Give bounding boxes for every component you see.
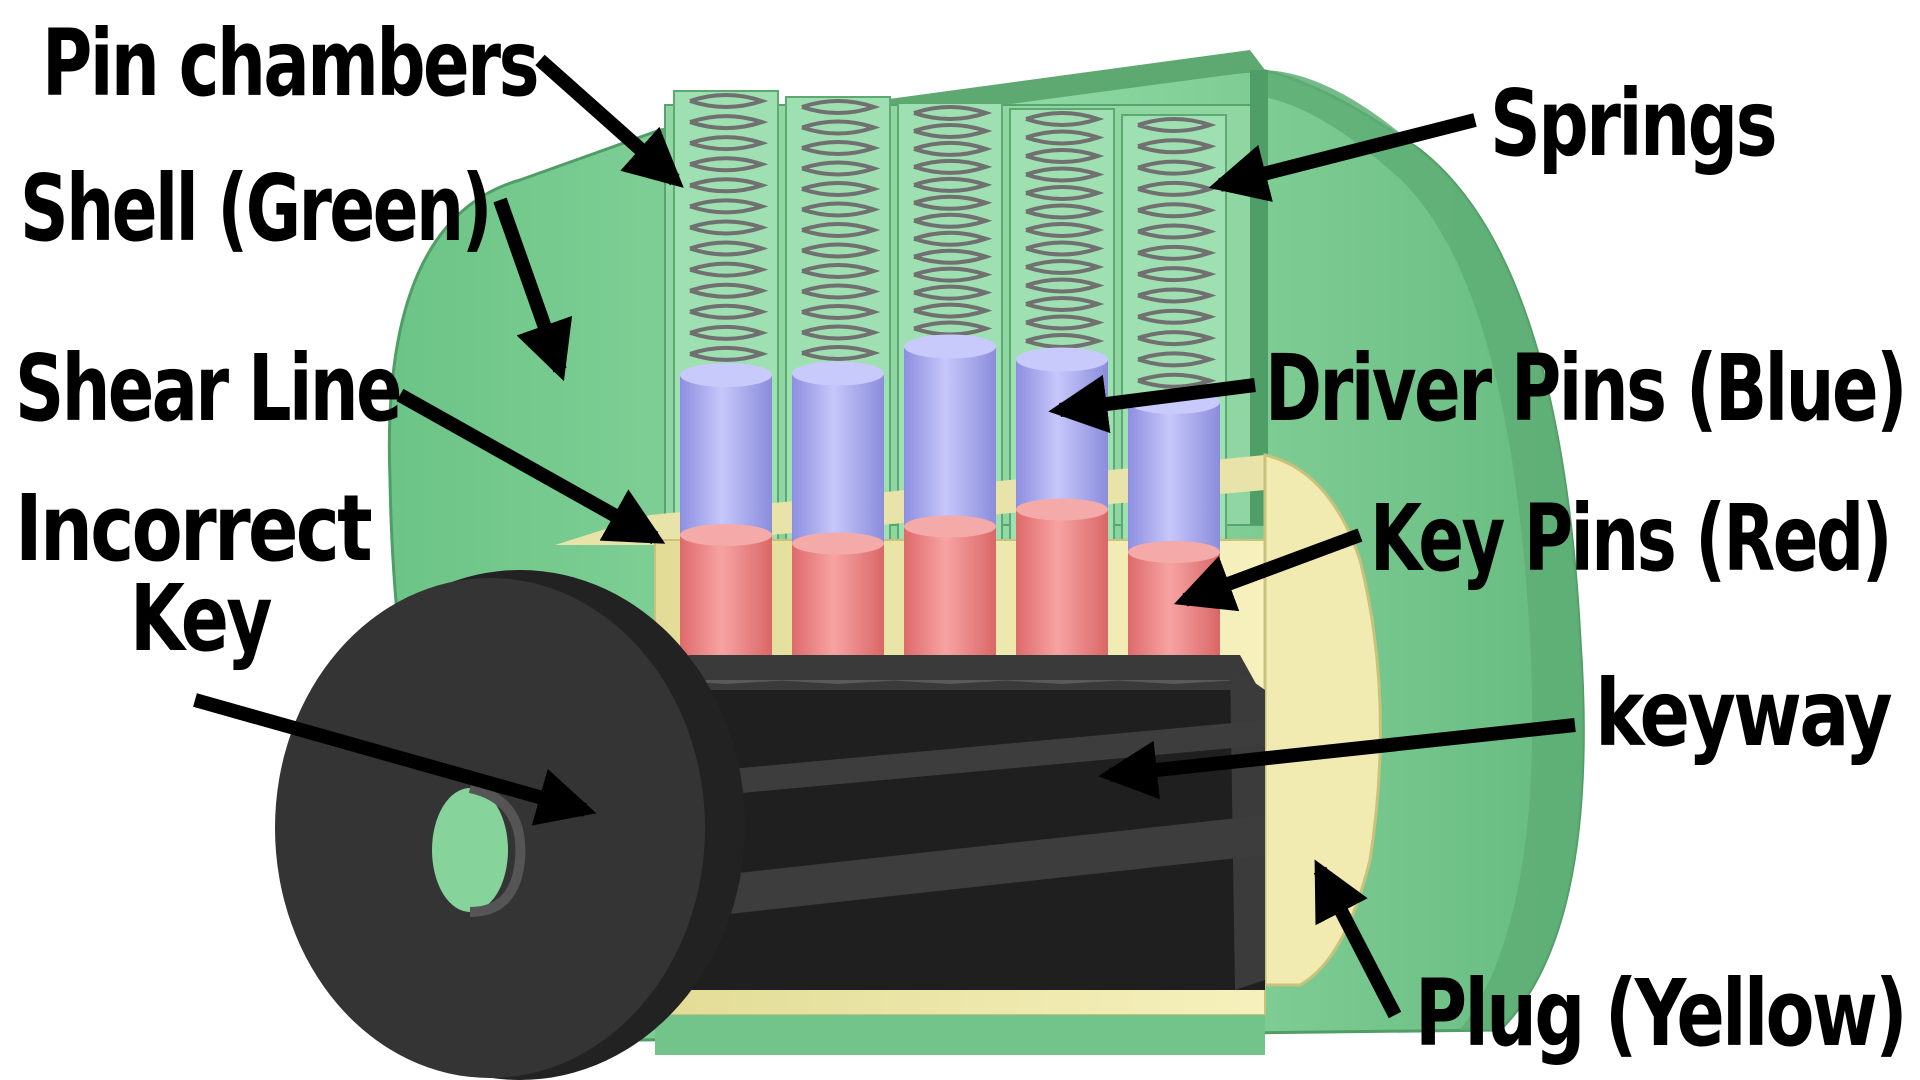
pin-stacks bbox=[680, 93, 1220, 694]
incorrect-key bbox=[275, 570, 1265, 1080]
spring-3 bbox=[913, 105, 993, 355]
key-bow-hole bbox=[432, 788, 508, 912]
driver-pin-top-2 bbox=[792, 361, 884, 386]
label-keyway: keyway bbox=[1595, 660, 1892, 767]
arrow-springs bbox=[1208, 113, 1477, 202]
driver-pin-3 bbox=[904, 346, 996, 527]
key-pin-1 bbox=[680, 535, 772, 668]
driver-pin-2 bbox=[792, 373, 884, 544]
driver-pin-1 bbox=[680, 375, 772, 535]
key-pin-5 bbox=[1128, 552, 1220, 668]
driver-pin-4 bbox=[1016, 359, 1108, 510]
driver-pin-5 bbox=[1128, 402, 1220, 552]
arrow-keyway bbox=[1098, 718, 1576, 800]
spring-4 bbox=[1025, 111, 1105, 368]
arrow-plug bbox=[1313, 859, 1402, 1019]
label-incorrect-key-line1: Incorrect bbox=[15, 475, 371, 582]
key-cut-5 bbox=[1108, 680, 1240, 684]
arrow-incorrect-key bbox=[193, 693, 597, 826]
key-cut-3 bbox=[884, 680, 1016, 684]
key-pin-3 bbox=[904, 526, 996, 668]
key-bitting bbox=[660, 680, 1240, 684]
label-plug: Plug (Yellow) bbox=[1415, 960, 1905, 1067]
arrow-shear-line bbox=[396, 388, 666, 545]
label-key-pins: Key Pins (Red) bbox=[1370, 485, 1890, 592]
arrow-key-pins bbox=[1173, 528, 1363, 612]
label-shear-line: Shear Line bbox=[15, 335, 400, 442]
key-pin-top-4 bbox=[1016, 498, 1108, 521]
plug-end-face bbox=[1263, 453, 1382, 987]
key-pin-top-5 bbox=[1128, 541, 1220, 563]
arrow-driver-pins bbox=[1048, 374, 1256, 434]
key-pin-2 bbox=[792, 543, 884, 668]
label-pin-chambers: Pin chambers bbox=[42, 10, 537, 117]
label-springs: Springs bbox=[1490, 70, 1775, 177]
arrow-pin-chambers bbox=[535, 54, 684, 188]
shell-rim bbox=[1250, 70, 1584, 1030]
driver-pin-top-4 bbox=[1016, 347, 1108, 372]
key-bow-hole-edge bbox=[468, 783, 526, 917]
plug-lower-shell-strip bbox=[655, 1015, 1265, 1055]
label-incorrect-key-line2: Key bbox=[130, 565, 272, 672]
key-pin-4 bbox=[1016, 509, 1108, 668]
key-pin-top-3 bbox=[904, 515, 996, 538]
label-shell: Shell (Green) bbox=[20, 155, 490, 262]
label-driver-pins: Driver Pins (Blue) bbox=[1265, 335, 1905, 442]
keyway-groove-lower bbox=[720, 815, 1265, 915]
driver-pin-top-1 bbox=[680, 363, 772, 387]
key-cut-4 bbox=[996, 680, 1128, 684]
labels: Pin chambers Shell (Green) Shear Line In… bbox=[15, 10, 1908, 1067]
key-cut-2 bbox=[772, 680, 904, 684]
arrow-shell bbox=[493, 197, 573, 382]
spring-1 bbox=[689, 93, 769, 383]
key-pin-top-1 bbox=[680, 524, 772, 546]
key-pin-top-2 bbox=[792, 532, 884, 555]
annotation-arrows bbox=[193, 54, 1576, 1019]
driver-pin-top-3 bbox=[904, 334, 996, 359]
keyway-groove-upper bbox=[720, 720, 1265, 795]
spring-2 bbox=[801, 99, 881, 382]
